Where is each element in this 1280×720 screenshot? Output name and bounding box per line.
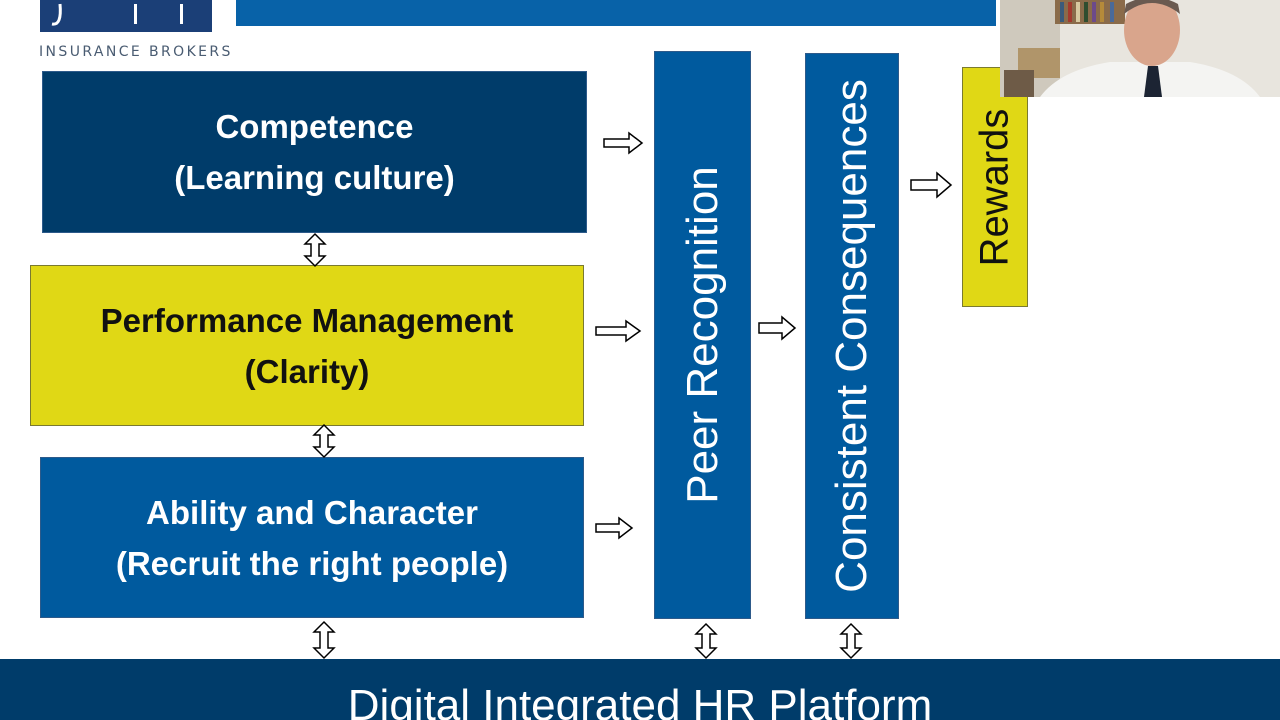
performance-box: Performance Management (Clarity)	[30, 265, 584, 426]
ability-title: Ability and Character	[146, 493, 478, 531]
platform-bar: Digital Integrated HR Platform	[0, 659, 1280, 720]
arrow-updown-icon	[303, 232, 327, 268]
logo-mark	[51, 3, 183, 26]
competence-box: Competence (Learning culture)	[42, 71, 587, 233]
webcam-video	[1000, 0, 1280, 97]
rewards-column: Rewards	[962, 67, 1028, 307]
arrow-right-icon	[910, 171, 953, 199]
peer-recognition-label: Peer Recognition	[677, 166, 727, 504]
performance-subtitle: (Clarity)	[244, 352, 370, 390]
competence-title: Competence	[215, 108, 414, 145]
logo-block	[40, 0, 212, 32]
arrow-right-icon	[595, 319, 642, 343]
arrow-updown-icon	[694, 622, 718, 660]
rewards-label: Rewards	[972, 108, 1017, 266]
title-bar	[236, 0, 996, 26]
platform-title: Digital Integrated HR Platform	[347, 681, 933, 720]
arrow-right-icon	[758, 315, 797, 341]
logo-subtitle: INSURANCE BROKERS	[39, 44, 233, 60]
ability-subtitle: (Recruit the right people)	[115, 544, 509, 582]
competence-subtitle: (Learning culture)	[174, 159, 455, 196]
performance-title: Performance Management	[100, 301, 514, 339]
consistent-consequences-label: Consistent Consequences	[827, 79, 876, 593]
arrow-updown-icon	[312, 423, 336, 459]
consistent-consequences-column: Consistent Consequences	[805, 53, 899, 619]
arrow-updown-icon	[839, 622, 863, 660]
arrow-right-icon	[595, 516, 634, 540]
arrow-right-icon	[603, 131, 644, 155]
peer-recognition-column: Peer Recognition	[654, 51, 751, 619]
arrow-updown-icon	[312, 620, 336, 660]
ability-box: Ability and Character (Recruit the right…	[40, 457, 584, 618]
